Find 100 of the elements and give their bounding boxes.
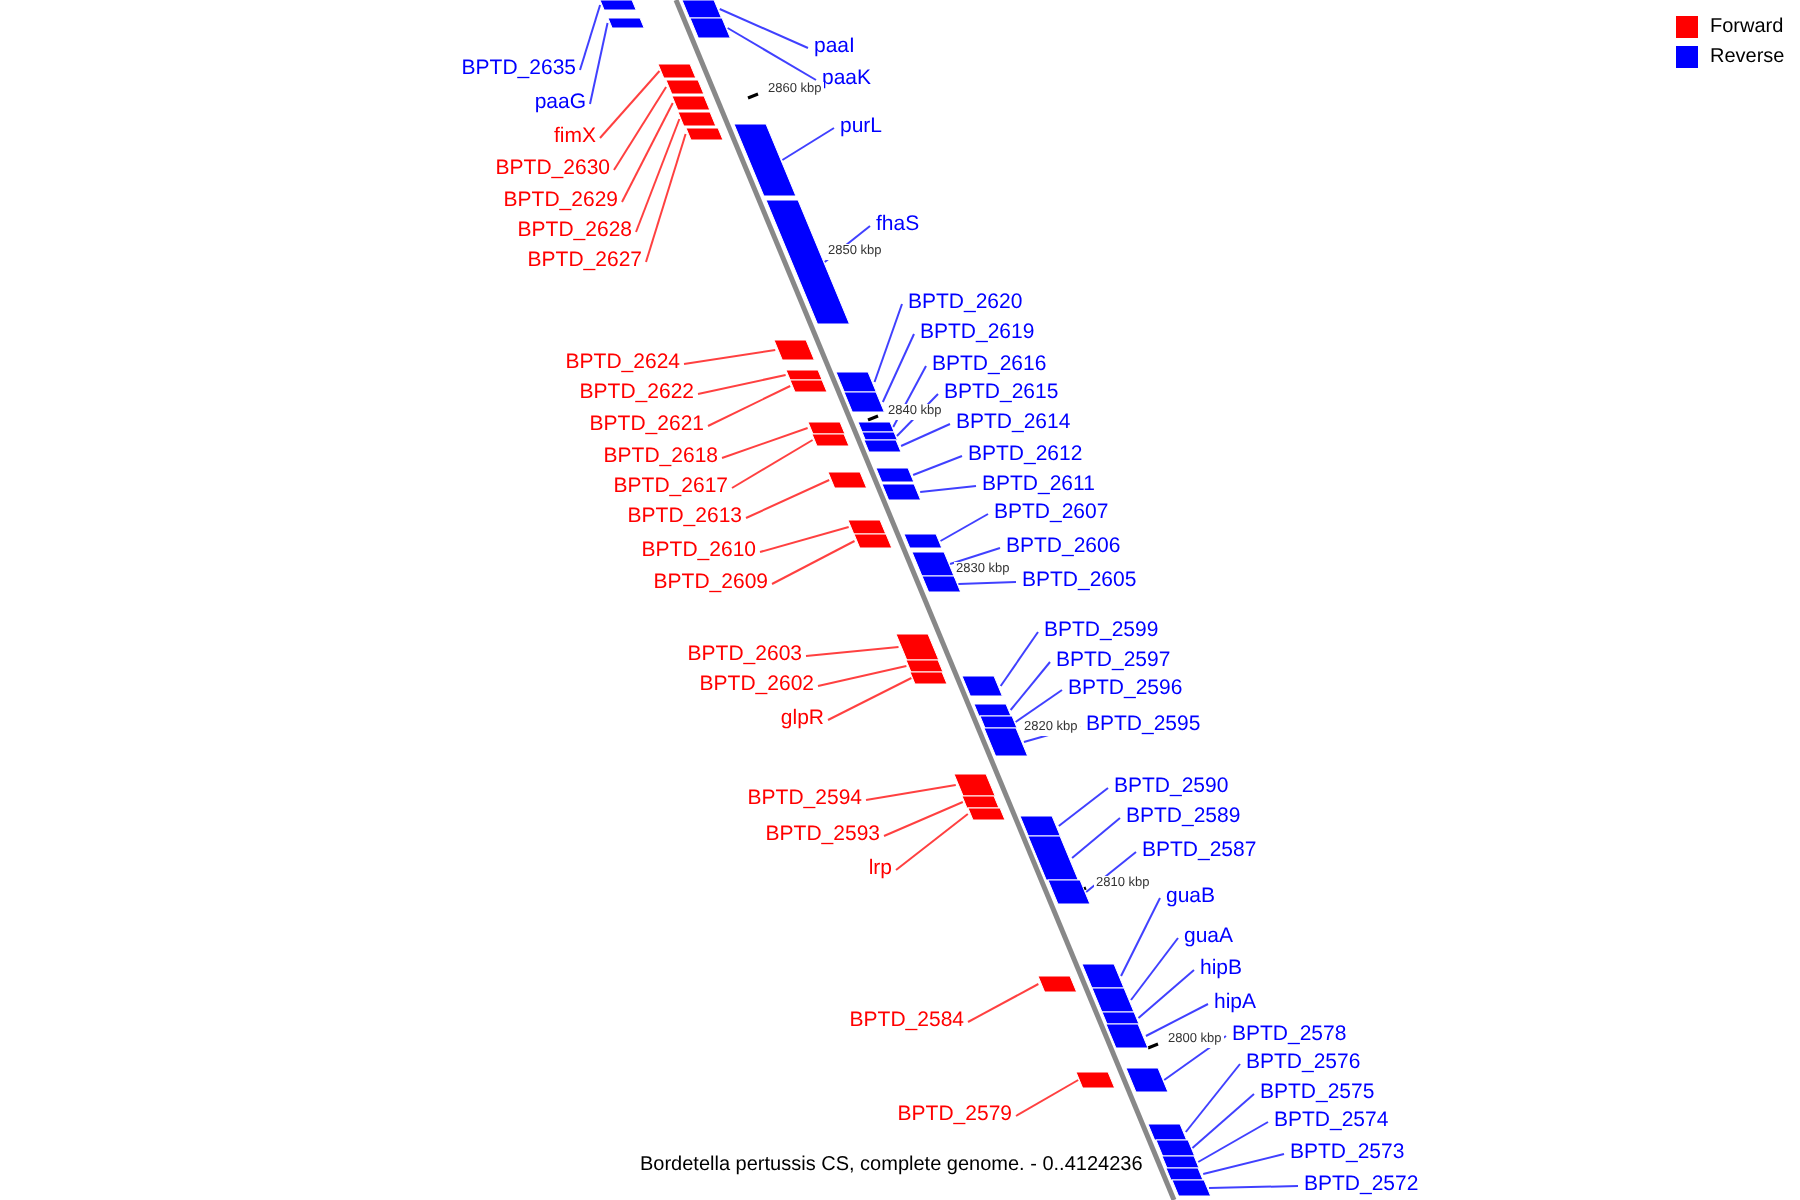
leader-line [635,118,681,233]
gene-block [671,96,710,110]
gene-block [1106,1024,1149,1048]
leader-line [967,983,1040,1023]
leader-line [589,22,609,105]
gene-block [789,380,827,392]
leader-line [707,385,792,427]
gene-block [685,128,723,140]
leader-line [599,70,661,139]
gene-label: BPTD_2584 [849,1008,964,1034]
gene-label: BPTD_2593 [765,822,880,848]
leader-line [726,27,817,81]
caption: Bordetella pertussis CS, complete genome. - 0..4124236 [640,1154,1143,1176]
gene-block [682,0,722,18]
gene-block [689,18,730,38]
leader-line [771,540,856,585]
leader-line [957,581,1017,585]
gene-label: lrp [868,856,892,882]
leader-line [881,333,915,403]
leader-line [721,427,809,459]
gene-label: BPTD_2628 [517,218,632,244]
gene-label: paaI [814,34,855,60]
gene-label: BPTD_2579 [897,1102,1012,1128]
legend-label: Forward [1710,16,1784,38]
gene-block [844,392,885,412]
leader-line [895,813,969,871]
leader-line [1144,1003,1209,1037]
gene-block [921,576,960,592]
gene-label: BPTD_2596 [1068,676,1183,702]
leader-line [697,374,787,395]
gene-label: BPTD_2594 [747,786,862,812]
gene-label: BPTD_2597 [1056,648,1171,674]
gene-label: BPTD_2630 [495,156,610,182]
gene-label: BPTD_2573 [1290,1140,1405,1166]
gene-block [967,808,1005,820]
gene-block [1037,976,1076,992]
leader-line [999,631,1039,687]
gene-block [1166,1168,1204,1180]
gene-label: BPTD_2624 [565,350,680,376]
gene-label: BPTD_2605 [1022,568,1137,594]
gene-label: BPTD_2621 [589,412,704,438]
gene-label: BPTD_2629 [503,188,618,214]
gene-label: BPTD_2635 [461,56,576,82]
leader-line [1197,1121,1269,1163]
gene-block [1148,1124,1188,1140]
gene-label: BPTD_2574 [1274,1108,1389,1134]
leader-line [1137,969,1195,1019]
leader-line [1208,1185,1299,1189]
leader-line [1009,661,1051,711]
leader-line [718,8,809,49]
legend-label: Reverse [1710,46,1785,68]
leader-line [683,349,777,365]
gene-label: BPTD_2618 [603,444,718,470]
gene-label: paaK [822,66,872,92]
gene-label: BPTD_2589 [1126,804,1241,830]
leader-line [827,677,913,721]
gene-label: purL [840,114,883,140]
leader-line [865,784,957,801]
gene-label: BPTD_2627 [527,248,642,274]
gene-label: BPTD_2575 [1260,1080,1375,1106]
leader-line [645,133,687,263]
gene-label: BPTD_2606 [1006,534,1121,560]
gene-label: glpR [780,706,824,732]
gene-label: guaA [1184,924,1234,950]
leader-line [939,513,989,542]
gene-block [1171,1180,1211,1196]
gene-block [1161,1156,1199,1168]
gene-block [785,370,822,380]
leader-line [1191,1093,1255,1149]
gene-label: BPTD_2619 [920,320,1035,346]
gene-block [827,472,867,488]
gene-block [1155,1140,1194,1156]
gene-label: BPTD_2578 [1232,1022,1347,1048]
gene-label: BPTD_2576 [1246,1050,1361,1076]
gene-label: BPTD_2614 [956,410,1071,436]
leader-line [900,423,951,447]
gene-label: guaB [1166,884,1216,910]
leader-line [1184,1063,1241,1133]
gene-label: BPTD_2617 [613,474,728,500]
gene-label: hipB [1200,956,1243,982]
gene-label: BPTD_2609 [653,570,768,596]
leader-line [1120,897,1161,977]
gene-block [1047,880,1090,904]
gene-block [911,552,953,576]
gene-label: BPTD_2590 [1114,774,1229,800]
gene-label: BPTD_2610 [641,538,756,564]
gene-block [876,468,914,482]
leader-line [817,665,908,687]
gene-block [857,422,894,432]
leader-line [1015,1079,1080,1117]
gene-block [658,64,697,78]
leader-line [759,526,850,553]
gene-block [974,704,1012,716]
leader-line [1071,817,1121,859]
leader-line [731,439,814,489]
leader-line [1130,937,1179,1001]
gene-block [861,432,897,440]
gene-block [607,18,644,28]
gene-label: BPTD_2620 [908,290,1023,316]
gene-block [600,0,637,10]
